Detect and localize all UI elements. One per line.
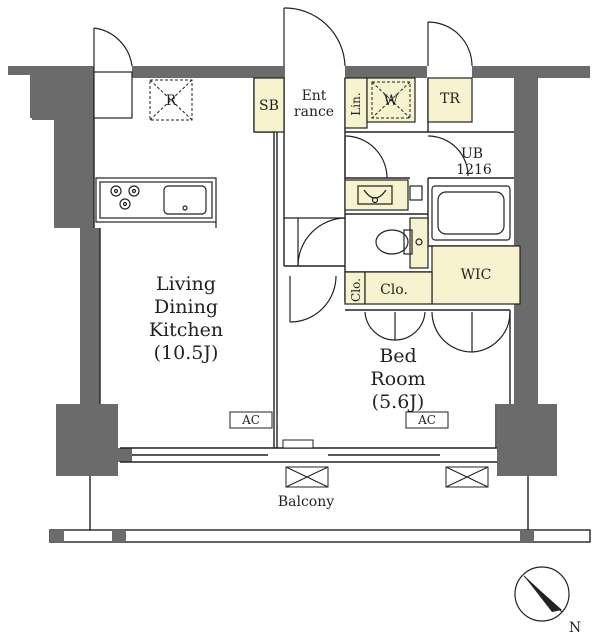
threshold [282, 439, 314, 449]
small-closet-label: Clo. [349, 278, 363, 302]
bathtub-icon [409, 185, 511, 241]
doors [93, 7, 511, 353]
refrigerator-space [149, 79, 193, 121]
wash-basin [344, 179, 409, 211]
entrance-label-2: rance [294, 104, 334, 120]
sb-label: SB [259, 98, 279, 114]
ventilation-hoods [285, 466, 489, 488]
stove-icon [110, 185, 140, 210]
ldk-size: (10.5J) [154, 342, 219, 364]
compass-circle [514, 566, 570, 622]
wash-basin-icon [357, 185, 393, 205]
closet-label: Clo. [380, 282, 408, 298]
balcony-posts [50, 530, 534, 542]
ldk-name-line2: Dining [154, 296, 218, 318]
north-label: N [569, 620, 581, 636]
ldk-name-line3: Kitchen [149, 319, 223, 341]
toilet-room-storage [427, 77, 473, 123]
entrance-label-1: Ent [302, 88, 327, 104]
north-arrow: N [514, 566, 581, 636]
washer-label: W [384, 93, 399, 109]
toilet-shelf [409, 217, 429, 269]
kitchen-counter [95, 177, 217, 228]
bedroom-size: (5.6J) [372, 391, 425, 413]
wic-label: WIC [461, 267, 492, 283]
ac-bedroom-label: AC [417, 413, 436, 427]
ldk-name-line1: Living [156, 273, 216, 295]
kitchen-sink [163, 185, 207, 215]
toilet-icon [375, 229, 423, 255]
washer-outline [371, 81, 411, 119]
bedroom-name-line2: Room [370, 368, 425, 390]
toilet-room-label: TR [440, 91, 460, 107]
shoe-box [253, 77, 285, 133]
ldk-label: Living Dining Kitchen (10.5J) [149, 273, 223, 364]
unit-bath-size-label: 1216 [456, 162, 492, 178]
bedroom-name-line1: Bed [379, 345, 416, 367]
refrigerator-label: R [166, 93, 177, 109]
bedroom-label: Bed Room (5.6J) [370, 345, 425, 413]
closet [364, 271, 433, 305]
ac-boxes [229, 411, 449, 429]
walk-in-closet [431, 245, 521, 305]
ac-ldk-label: AC [241, 413, 260, 427]
linen-label: Lin. [349, 92, 363, 115]
balcony-label: Balcony [278, 494, 334, 510]
structural-walls [8, 66, 590, 476]
unit-bath-label: UB [461, 146, 483, 162]
